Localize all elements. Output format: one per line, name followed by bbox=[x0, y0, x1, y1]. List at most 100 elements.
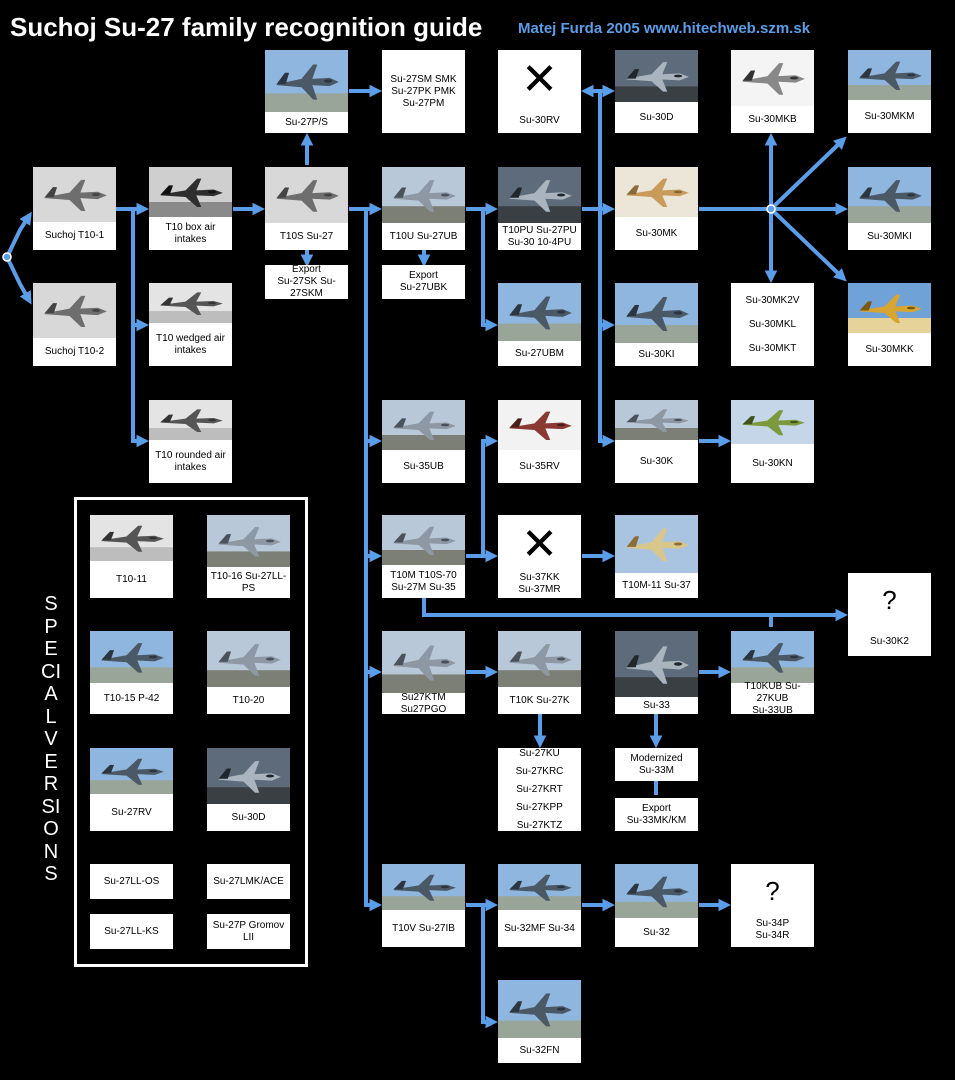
node-label: T10M T10S-70 Su-27M Su-35 bbox=[390, 569, 457, 593]
node-su30d: Su-30D bbox=[615, 50, 698, 133]
node-su30mk: Su-30MK bbox=[615, 167, 698, 250]
node-label: Export Su-27UBK bbox=[399, 270, 448, 293]
special-su27ll-ks: Su-27LL-KS bbox=[90, 914, 173, 949]
node-su30mkk: Su-30MKK bbox=[848, 283, 931, 366]
node-su30k2: ? Su-30K2 bbox=[848, 573, 931, 656]
node-label: Su-30D bbox=[639, 111, 674, 123]
connector-arrow bbox=[5, 211, 32, 258]
node-label: Su-34P Su-34R bbox=[755, 918, 790, 941]
special-su27rv: Su-27RV bbox=[90, 748, 173, 831]
node-label: Export Su-27SK Su-27SKM bbox=[277, 264, 336, 299]
node-su33: Su-33 bbox=[615, 631, 698, 714]
node-label: Su-35UB bbox=[403, 460, 444, 472]
cancelled-mark: ✕ bbox=[521, 55, 558, 104]
node-t10-wedged-intakes: T10 wedged air intakes bbox=[149, 283, 232, 366]
connector-arrow bbox=[769, 136, 847, 211]
special-su27p-gromov: Su-27P Gromov LII bbox=[207, 914, 290, 949]
connector-arrow bbox=[481, 209, 499, 332]
node-t10m11: T10M-11 Su-37 bbox=[615, 515, 698, 598]
special-t10-11: T10-11 bbox=[90, 515, 173, 598]
special-su27ll-os: Su-27LL-OS bbox=[90, 864, 173, 899]
special-su30d: Su-30D bbox=[207, 748, 290, 831]
node-label: Suchoj T10-1 bbox=[44, 230, 105, 241]
node-t10k: T10K Su-27K bbox=[498, 631, 581, 714]
node-label: Su-32FN bbox=[519, 1044, 560, 1056]
node-label: Su27KTM Su27PGO bbox=[400, 691, 447, 715]
node-label: T10U Su-27UB bbox=[389, 230, 458, 242]
node-label: Suchoj T10-2 bbox=[44, 346, 105, 357]
connector-arrow bbox=[481, 905, 499, 1029]
connector-arrow bbox=[5, 256, 32, 305]
unknown-mark: ? bbox=[765, 876, 780, 906]
connector-arrow bbox=[131, 209, 150, 332]
node-label: Su-30D bbox=[231, 811, 266, 823]
connector-arrow bbox=[131, 325, 150, 448]
node-su27ku: Su-27KU Su-27KRC Su-27KRT Su-27KPP Su-27… bbox=[498, 748, 581, 831]
node-label: Su-27KU Su-27KRC Su-27KRT Su-27KPP Su-27… bbox=[515, 748, 564, 831]
node-label: T10S Su-27 bbox=[279, 230, 334, 242]
node-su30mk2v: Su-30MK2V Su-30MKL Su-30MKT bbox=[731, 283, 814, 366]
special-versions-label: SPECIAL VERSIONS bbox=[41, 593, 63, 885]
node-label: T10 wedged air intakes bbox=[156, 332, 225, 356]
node-t10-2: Suchoj T10-2 bbox=[33, 283, 116, 366]
junction-dot bbox=[766, 204, 776, 214]
node-t10s-su27: T10S Su-27 bbox=[265, 167, 348, 250]
node-su30mkb: Su-30MKB bbox=[731, 50, 814, 133]
node-su30kn: Su-30KN bbox=[731, 400, 814, 483]
node-label: Su-30MKK bbox=[865, 343, 914, 355]
node-label: T10KUB Su-27KUB Su-33UB bbox=[744, 680, 801, 716]
node-label: Su-27LL-OS bbox=[103, 875, 160, 887]
node-label: T10K Su-27K bbox=[509, 694, 570, 706]
node-su30mkm: Su-30MKM bbox=[848, 50, 931, 133]
node-t10-1: Suchoj T10-1 bbox=[33, 167, 116, 250]
node-su30rv: ✕ Su-30RV bbox=[498, 50, 581, 133]
node-label: Su-27UBM bbox=[515, 347, 564, 359]
node-su33m: Modernized Su-33M bbox=[615, 748, 698, 781]
connector-arrow bbox=[466, 434, 499, 558]
node-label: T10PU Su-27PU Su-30 10-4PU bbox=[502, 224, 577, 248]
node-label: Su-30RV bbox=[519, 115, 560, 126]
node-su33mk: Export Su-33MK/KM bbox=[615, 798, 698, 831]
node-su32fn: Su-32FN bbox=[498, 980, 581, 1063]
connector-arrow bbox=[580, 84, 602, 209]
special-t10-20: T10-20 bbox=[207, 631, 290, 714]
node-label: Su-35RV bbox=[519, 460, 560, 472]
unknown-mark: ? bbox=[882, 585, 897, 615]
node-label: Modernized Su-33M bbox=[630, 752, 683, 776]
node-label: T10 rounded air intakes bbox=[155, 449, 226, 473]
node-label: Su-32MF Su-34 bbox=[504, 922, 575, 934]
connector-arrow bbox=[598, 325, 616, 448]
node-label: Su-27LMK/ACE bbox=[213, 875, 284, 887]
node-su30k: Su-30K bbox=[615, 400, 698, 483]
node-label: T10-20 bbox=[232, 694, 265, 706]
node-su27sm: Su-27SM SMK Su-27PK PMK Su-27PM bbox=[382, 50, 465, 133]
node-t10v: T10V Su-27IB bbox=[382, 864, 465, 947]
node-su30mki: Su-30MKI bbox=[848, 167, 931, 250]
special-t10-15: T10-15 P-42 bbox=[90, 631, 173, 714]
node-label: Su-30MKM bbox=[864, 110, 915, 122]
node-su34p: ? Su-34P Su-34R bbox=[731, 864, 814, 947]
node-su32: Su-32 bbox=[615, 864, 698, 947]
junction-dot bbox=[2, 252, 12, 262]
cancelled-mark: ✕ bbox=[521, 520, 558, 569]
node-label: Su-27P Gromov LII bbox=[212, 919, 285, 943]
special-su27lmk: Su-27LMK/ACE bbox=[207, 864, 290, 899]
connector-arrow bbox=[598, 209, 616, 332]
node-su37kk: ✕ Su-37KK Su-37MR bbox=[498, 515, 581, 598]
node-label: T10 box air intakes bbox=[165, 221, 216, 245]
node-label: Su-30K2 bbox=[870, 636, 909, 647]
node-t10u-su27ub: T10U Su-27UB bbox=[382, 167, 465, 250]
node-label: Su-27SM SMK Su-27PK PMK Su-27PM bbox=[390, 73, 457, 109]
node-su32mf: Su-32MF Su-34 bbox=[498, 864, 581, 947]
node-su27ps: Su-27P/S bbox=[265, 50, 348, 133]
node-label: Su-37KK Su-37MR bbox=[518, 572, 561, 595]
node-label: Su-30MK2V Su-30MKL Su-30MKT bbox=[745, 294, 800, 354]
node-label: T10V Su-27IB bbox=[392, 922, 455, 934]
node-su35rv: Su-35RV bbox=[498, 400, 581, 483]
node-label: Su-33 bbox=[643, 699, 670, 711]
node-label: Su-30KI bbox=[638, 348, 675, 360]
node-label: Su-30K bbox=[639, 455, 674, 467]
node-t10m: T10M T10S-70 Su-27M Su-35 bbox=[382, 515, 465, 598]
node-t10kub: T10KUB Su-27KUB Su-33UB bbox=[731, 631, 814, 716]
